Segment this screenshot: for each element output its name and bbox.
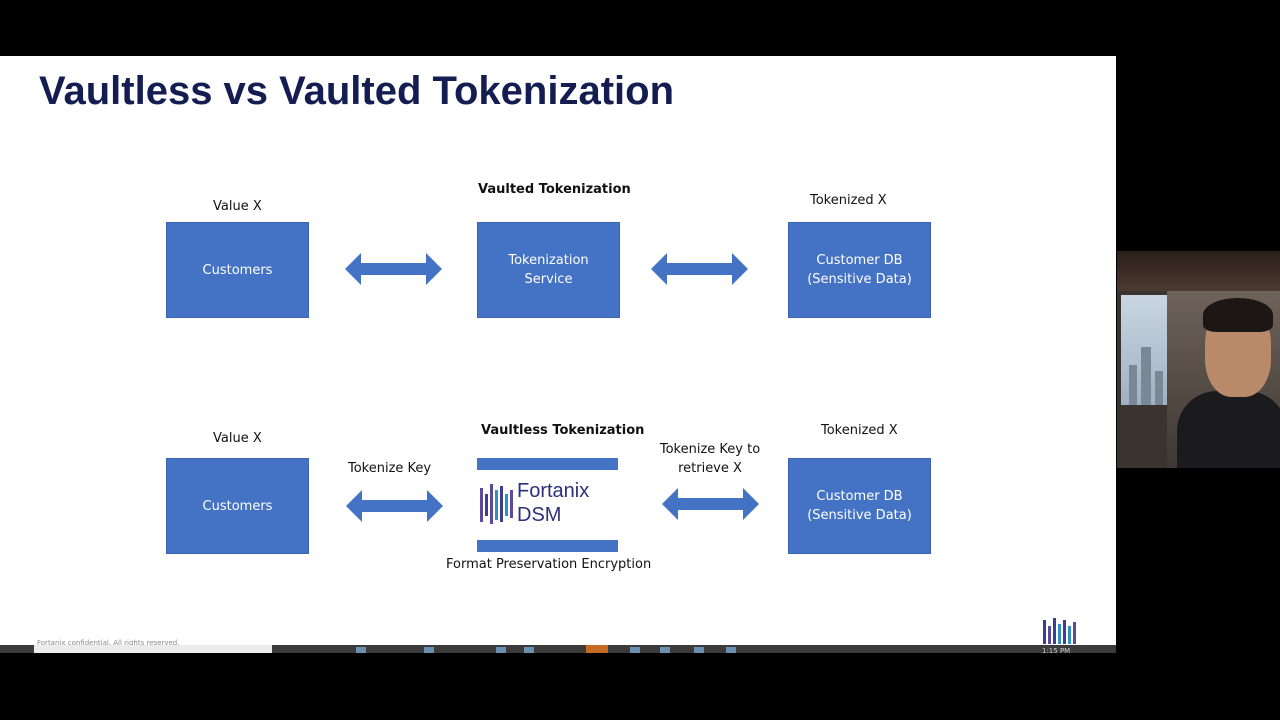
vaulted-customer-db-box: Customer DB (Sensitive Data) bbox=[788, 222, 931, 318]
fortanix-logo-icon bbox=[480, 484, 513, 524]
fortanix-logo-icon bbox=[1043, 618, 1076, 644]
webcam-ceiling bbox=[1117, 251, 1280, 291]
fortanix-wordmark: Fortanix bbox=[517, 480, 590, 502]
taskbar-app-icon[interactable] bbox=[524, 647, 534, 653]
taskbar-app-icon[interactable] bbox=[660, 647, 670, 653]
vaulted-tokenized-x-label: Tokenized X bbox=[810, 193, 887, 208]
vaultless-tokenized-x-label: Tokenized X bbox=[821, 423, 898, 438]
vaultless-value-x-label: Value X bbox=[213, 431, 262, 446]
dsm-wordmark: DSM bbox=[517, 504, 562, 526]
vaultless-heading: Vaultless Tokenization bbox=[481, 423, 645, 438]
taskbar-app-icon[interactable] bbox=[630, 647, 640, 653]
format-preservation-caption: Format Preservation Encryption bbox=[446, 557, 652, 572]
presenter-webcam bbox=[1117, 251, 1280, 468]
fortanix-dsm-logo: Fortanix DSM bbox=[477, 470, 618, 540]
tokenize-key-retrieve-label: Tokenize Key to retrieve X bbox=[659, 442, 761, 476]
slide-footer: Fortanix confidential. All rights reserv… bbox=[37, 639, 180, 647]
taskbar-app-icon[interactable] bbox=[424, 647, 434, 653]
vaulted-heading: Vaulted Tokenization bbox=[478, 182, 631, 197]
webcam-window bbox=[1121, 295, 1167, 405]
taskbar-app-icon[interactable] bbox=[726, 647, 736, 653]
fortanix-dsm-box: Fortanix DSM bbox=[477, 458, 618, 552]
vaultless-customer-db-box: Customer DB (Sensitive Data) bbox=[788, 458, 931, 554]
vaulted-tokenization-service-box: Tokenization Service bbox=[477, 222, 620, 318]
vaulted-customers-box: Customers bbox=[166, 222, 309, 318]
taskbar bbox=[0, 645, 1116, 653]
taskbar-app-icon[interactable] bbox=[496, 647, 506, 653]
tokenize-key-label: Tokenize Key bbox=[348, 461, 432, 476]
taskbar-app-icon[interactable] bbox=[586, 645, 608, 653]
taskbar-app-icon[interactable] bbox=[694, 647, 704, 653]
double-arrow-icon bbox=[651, 253, 748, 285]
vaultless-customers-box: Customers bbox=[166, 458, 309, 554]
presenter-hair bbox=[1203, 298, 1273, 332]
taskbar-clock: 1:15 PM bbox=[1042, 647, 1071, 655]
double-arrow-icon bbox=[662, 488, 759, 520]
taskbar-app-icon[interactable] bbox=[356, 647, 366, 653]
double-arrow-icon bbox=[345, 253, 442, 285]
vaulted-value-x-label: Value X bbox=[213, 199, 262, 214]
presenter-body bbox=[1177, 391, 1280, 468]
double-arrow-icon bbox=[346, 490, 443, 522]
taskbar-search[interactable] bbox=[34, 645, 272, 653]
fortanix-dsm-wordmark: Fortanix DSM bbox=[517, 479, 589, 527]
presentation-slide: Vaultless vs Vaulted Tokenization Vaulte… bbox=[0, 56, 1116, 650]
slide-title: Vaultless vs Vaulted Tokenization bbox=[39, 69, 675, 113]
